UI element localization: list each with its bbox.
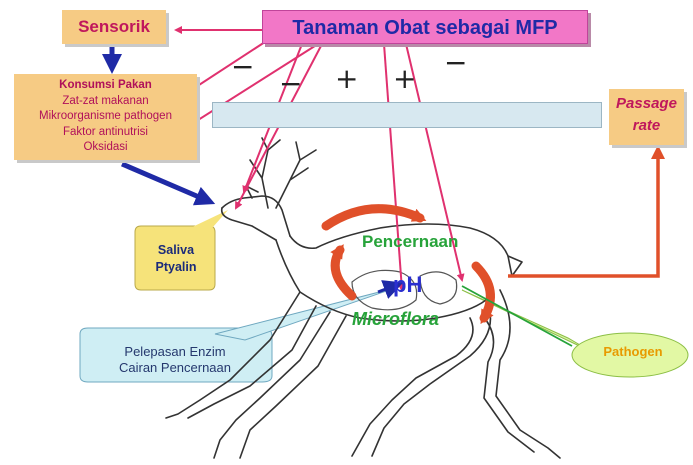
passage-label: Passage	[609, 93, 684, 115]
mfp-title: Tanaman Obat sebagai MFP	[292, 17, 557, 39]
sign-minus-2: −	[279, 67, 302, 100]
pathogen-label: Pathogen	[578, 344, 688, 359]
konsumsi-item: Zat-zat makanan	[14, 94, 197, 110]
pathogen-line	[462, 286, 572, 346]
passage-bar	[212, 102, 602, 128]
saliva-callout-text: Saliva Ptyalin	[143, 242, 209, 276]
konsumsi-item: Mikroorganisme pathogen	[14, 109, 197, 125]
enzim-callout-text: Pelepasan Enzim Cairan Pencernaan	[78, 344, 272, 376]
sign-minus-3: −	[444, 46, 467, 79]
sensorik-box: Sensorik	[62, 10, 166, 44]
rate-label: rate	[609, 115, 684, 137]
sensorik-label: Sensorik	[78, 17, 150, 36]
sign-plus-2: +	[393, 62, 416, 95]
ph-label: pH	[393, 272, 422, 298]
enzim-line-1: Pelepasan Enzim	[78, 344, 272, 360]
konsumsi-title: Konsumsi Pakan	[14, 78, 197, 94]
enzim-line-2: Cairan Pencernaan	[78, 360, 272, 376]
saliva-label: Saliva	[143, 242, 209, 259]
sign-plus-1: +	[335, 62, 358, 95]
sign-minus-1: −	[231, 50, 254, 83]
mfp-title-box: Tanaman Obat sebagai MFP	[262, 10, 588, 44]
konsumsi-to-mouth-arrow	[122, 164, 206, 200]
konsumsi-item: Oksidasi	[14, 140, 197, 156]
ptyalin-label: Ptyalin	[143, 259, 209, 276]
konsumsi-box: Konsumsi Pakan Zat-zat makanan Mikroorga…	[14, 74, 197, 160]
microflora-label: Microflora	[352, 309, 439, 330]
to-passage-rate-arrow	[508, 152, 658, 276]
pathogen-bubble	[462, 290, 688, 377]
konsumsi-item: Faktor antinutrisi	[14, 125, 197, 141]
pencernaan-label: Pencernaan	[362, 232, 458, 252]
passage-rate-box: Passage rate	[609, 89, 684, 145]
